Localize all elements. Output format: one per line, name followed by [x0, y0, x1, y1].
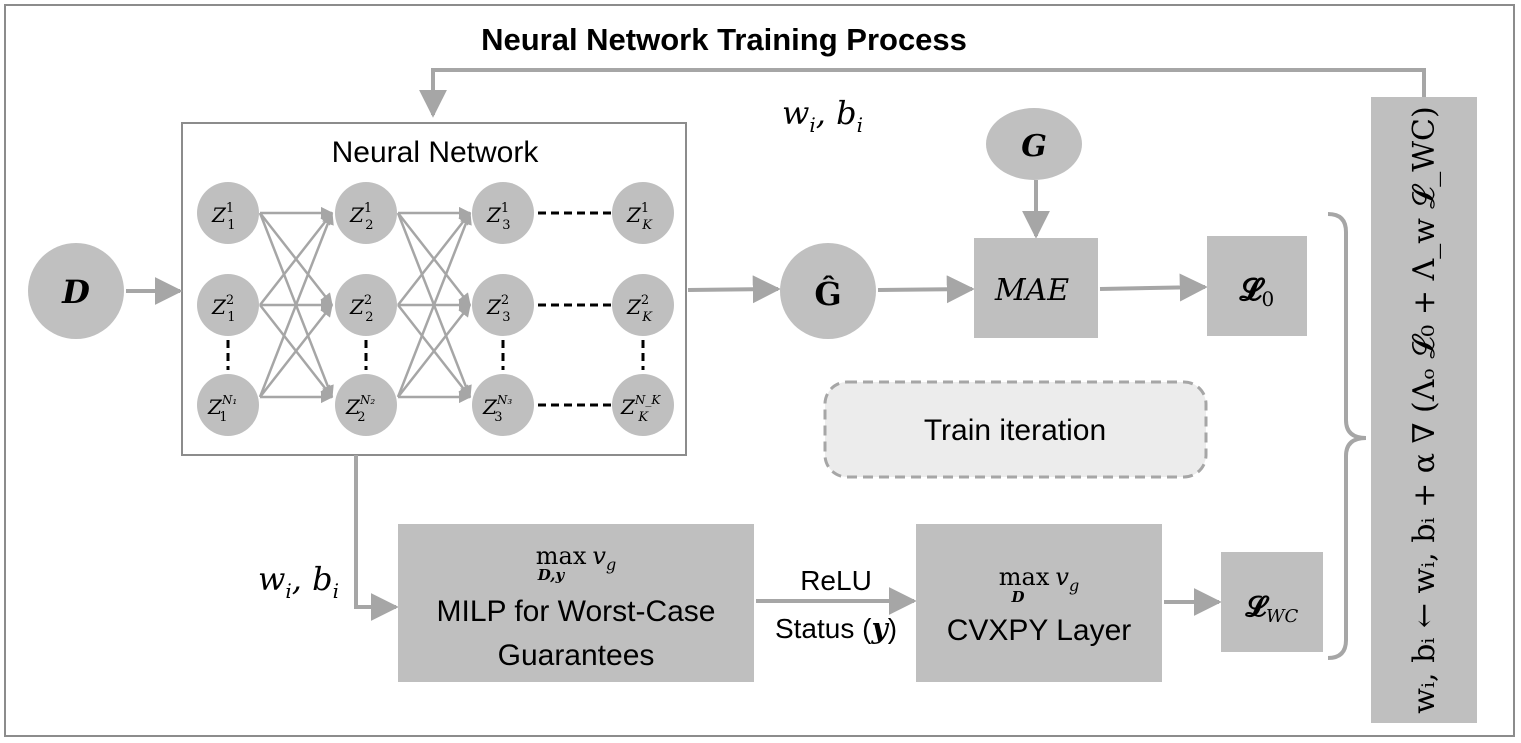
neural-network-label: Neural Network — [332, 136, 540, 169]
arrow-ghat-to-mae — [877, 275, 975, 304]
feedback-arrow — [419, 68, 1426, 118]
nn-neurons — [197, 182, 674, 436]
milp-line1: MILP for Worst-Case — [437, 595, 716, 628]
loss-o-label: 𝓛0 — [1239, 273, 1275, 311]
arrow-mae-to-loss — [1099, 273, 1208, 302]
neuron — [612, 374, 674, 436]
milp-box — [398, 524, 754, 682]
relu-label-line2: Status (y) — [775, 612, 897, 645]
arrow-nn-to-milp — [354, 455, 399, 621]
neuron — [197, 182, 259, 244]
relu-label-line1: ReLU — [800, 565, 872, 596]
loss-wc-label: 𝓛WC — [1245, 590, 1299, 627]
diagram-frame — [4, 4, 1515, 737]
target-node-g — [986, 108, 1082, 180]
loss-wc-box — [1221, 552, 1323, 652]
weights-label-bottom: wi, bi — [258, 560, 339, 603]
neural-network-box — [181, 122, 687, 456]
mae-label: MAE — [994, 273, 1069, 308]
update-rule-text: wᵢ, bᵢ ← wᵢ, bᵢ + α ∇ (Λₒ 𝓛₀ + Λ_w 𝓛_WC) — [1407, 106, 1442, 713]
neuron — [612, 182, 674, 244]
neuron — [472, 374, 534, 436]
cvxpy-objective-sub: D — [1010, 588, 1024, 606]
milp-line2: Guarantees — [498, 639, 655, 672]
weights-label-top: wi, bi — [782, 94, 863, 137]
neuron — [197, 374, 259, 436]
neuron — [472, 182, 534, 244]
input-node-d — [28, 243, 124, 339]
arrow-nn-to-ghat — [687, 275, 781, 304]
neuron — [335, 182, 397, 244]
nn-connections — [258, 206, 472, 404]
neuron — [335, 274, 397, 336]
nn-ellipsis-lines — [226, 211, 645, 407]
neuron — [197, 274, 259, 336]
brace — [1327, 212, 1367, 660]
prediction-node-ghat — [780, 243, 876, 339]
cvxpy-label: CVXPY Layer — [947, 614, 1132, 647]
update-rule-box — [1371, 97, 1477, 723]
neuron — [472, 274, 534, 336]
train-iteration-box — [823, 380, 1208, 479]
loss-o-box — [1207, 236, 1307, 336]
cvxpy-box — [916, 524, 1162, 682]
target-node-label: G — [1021, 129, 1047, 164]
milp-objective-sub: D,y — [537, 566, 566, 584]
neuron — [335, 374, 397, 436]
prediction-node-label: Ĝ — [814, 275, 841, 313]
mae-box — [974, 238, 1098, 338]
input-node-label: D — [61, 273, 90, 311]
train-iteration-label: Train iteration — [924, 414, 1106, 447]
diagram-title: Neural Network Training Process — [481, 22, 967, 57]
neuron — [612, 274, 674, 336]
